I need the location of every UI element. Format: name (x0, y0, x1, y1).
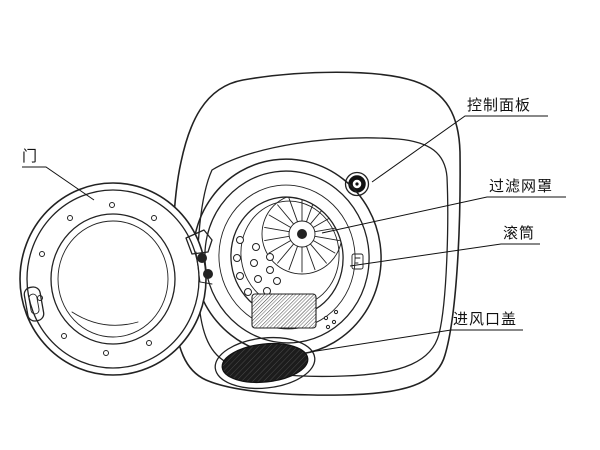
control-panel-knob (344, 171, 370, 197)
leader-drum (349, 243, 540, 267)
vent-grille (251, 293, 339, 330)
label-door: 门 (22, 148, 38, 165)
label-filter-cover: 过滤网罩 (489, 178, 553, 195)
door-hinge (185, 229, 213, 285)
leader-air-inlet (309, 329, 523, 353)
door-handle (23, 286, 45, 322)
label-air-inlet-cover: 进风口盖 (453, 311, 517, 328)
door-screws (37, 202, 157, 356)
labels: 控制面板 过滤网罩 滚筒 进风口盖 门 (22, 96, 553, 328)
leader-door (22, 166, 95, 201)
leader-control-panel (371, 115, 548, 183)
label-drum: 滚筒 (503, 225, 535, 242)
machine-body (171, 71, 461, 396)
leader-lines (22, 115, 566, 353)
air-inlet-cover (214, 336, 316, 390)
door-latch-slot (351, 253, 364, 270)
label-control-panel: 控制面板 (467, 96, 531, 114)
filter-cover (261, 193, 343, 275)
door (19, 182, 213, 376)
leader-filter-cover (321, 196, 566, 234)
